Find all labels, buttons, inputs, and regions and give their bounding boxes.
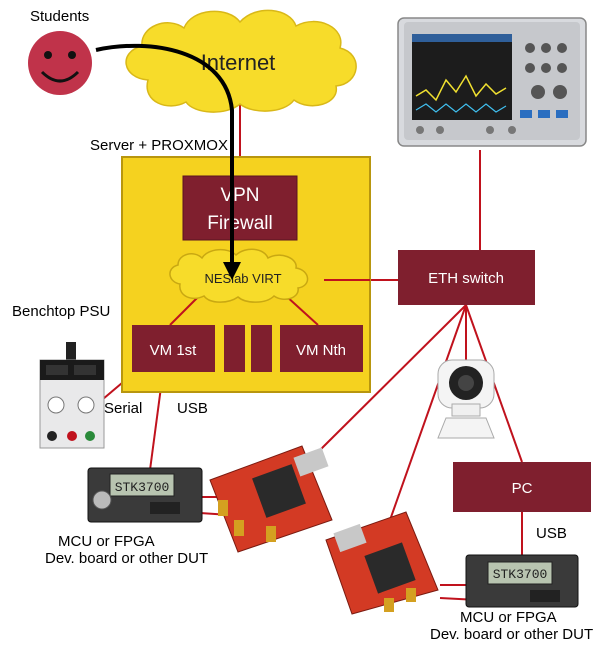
students-label: Students bbox=[30, 8, 89, 25]
dev-board-right: STK3700 bbox=[465, 554, 579, 608]
board-display-right: STK3700 bbox=[493, 567, 548, 582]
smiley-face-icon bbox=[28, 31, 92, 95]
usb-right-label: USB bbox=[536, 525, 567, 542]
oscilloscope-icon bbox=[397, 17, 587, 147]
vm-middle-box-1 bbox=[224, 325, 245, 372]
vpn-firewall-box bbox=[182, 175, 298, 241]
eth-switch-box bbox=[398, 250, 535, 305]
internet-cloud: Internet bbox=[125, 9, 357, 113]
dut-right-line2: Dev. board or other DUT bbox=[430, 626, 593, 643]
usb-left-label: USB bbox=[177, 400, 208, 417]
fpga-board-left bbox=[209, 445, 333, 553]
eth-switch-label: ETH switch bbox=[428, 270, 504, 287]
vm-nth-box bbox=[280, 325, 363, 372]
benchtop-psu-icon bbox=[39, 342, 105, 449]
vm-first-label: VM 1st bbox=[150, 342, 198, 359]
ip-camera-icon bbox=[437, 359, 495, 439]
benchtop-psu-label: Benchtop PSU bbox=[12, 303, 110, 320]
student-access-arrowhead bbox=[223, 262, 241, 280]
vm-middle-box-2 bbox=[251, 325, 272, 372]
vm-first-box bbox=[132, 325, 215, 372]
dut-left-line1: MCU or FPGA bbox=[58, 533, 155, 550]
serial-label: Serial bbox=[104, 400, 142, 417]
dut-right-line1: MCU or FPGA bbox=[460, 609, 557, 626]
server-label: Server + PROXMOX bbox=[90, 137, 228, 154]
neslab-virt-cloud: NESlab VIRT bbox=[169, 248, 309, 303]
dut-left-line2: Dev. board or other DUT bbox=[45, 550, 208, 567]
pc-box bbox=[453, 462, 591, 512]
vpn-label: VPN bbox=[220, 185, 259, 206]
server-internal-links bbox=[169, 279, 370, 326]
firewall-label: Firewall bbox=[207, 213, 272, 234]
virt-label: NESlab VIRT bbox=[204, 271, 281, 286]
vm-nth-label: VM Nth bbox=[296, 342, 346, 359]
fpga-board-right bbox=[325, 511, 439, 615]
pc-label: PC bbox=[512, 480, 533, 497]
link-eth-fpga-right bbox=[389, 304, 467, 521]
board-display-left: STK3700 bbox=[115, 480, 170, 495]
dev-board-left: STK3700 bbox=[87, 467, 203, 523]
link-eth-fpga-left bbox=[314, 304, 467, 456]
student-access-arrow bbox=[95, 43, 234, 265]
